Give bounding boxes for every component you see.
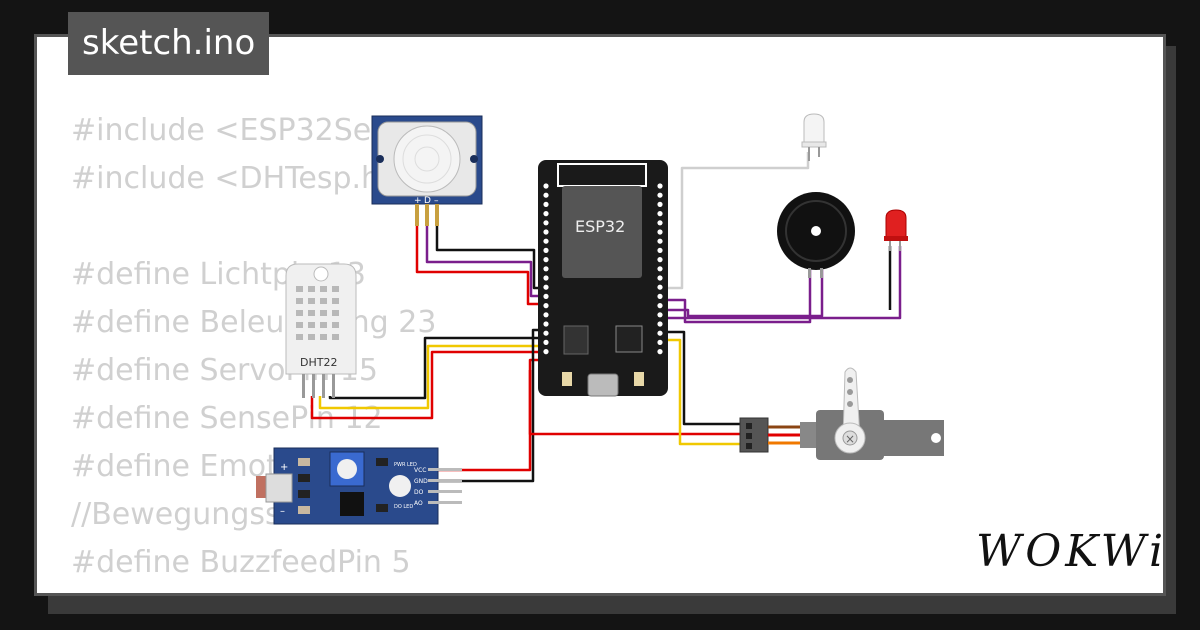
ldr-led-label: DO LED: [394, 504, 413, 510]
esp32-pin: [543, 330, 549, 336]
ldr-sign: –: [280, 506, 285, 517]
servo: ×: [739, 367, 944, 460]
esp32-pin: [543, 293, 549, 299]
pir-dome: [393, 125, 461, 193]
esp32-pin: [543, 211, 549, 217]
pir-gnd-wire: [435, 206, 540, 290]
wires: [310, 152, 902, 483]
ldr-sign: +: [280, 462, 288, 473]
led-white-wire: [668, 152, 810, 290]
servo-vcc-wire: [528, 370, 745, 436]
esp32-pin: [657, 220, 663, 226]
ldr-module: + – PWR LED DO LED VCC GND DO AO: [256, 447, 462, 525]
esp32-pin: [657, 192, 663, 198]
esp32-pin: [657, 201, 663, 207]
esp32-pin: [543, 229, 549, 235]
esp32-pin: [657, 211, 663, 217]
esp32-pin: [657, 257, 663, 263]
code-line: #define BuzzfeedPin 5: [71, 545, 411, 580]
esp32-pin: [543, 275, 549, 281]
code-line: #define ServoPin 15: [71, 353, 378, 388]
pir-data-wire: [425, 206, 540, 298]
esp32-pin: [657, 247, 663, 253]
dht-gnd-wire: [328, 336, 540, 400]
esp32-pin: [543, 321, 549, 327]
buzzer-wire-1: [668, 270, 812, 324]
pir-pin-label: –: [434, 196, 439, 206]
led-red-wire: [668, 246, 902, 320]
esp32-pin: [657, 293, 663, 299]
esp32-pin: [543, 247, 549, 253]
esp32-module: [562, 186, 642, 278]
esp32-pin: [543, 339, 549, 345]
esp32-pin: [657, 330, 663, 336]
esp32-pin: [657, 312, 663, 318]
servo-signal-wire: [668, 338, 745, 446]
ldr-vcc-wire: [436, 358, 540, 472]
buzzer: [777, 192, 855, 278]
svg-text:×: ×: [845, 432, 855, 446]
buzzer-wire-2: [668, 270, 824, 318]
pir-pin-label: +: [414, 196, 422, 206]
ldr-pin-label: VCC: [414, 467, 426, 474]
esp32-pin: [657, 349, 663, 355]
ldr-pin-label: GND: [414, 478, 428, 485]
esp32-pin: [543, 257, 549, 263]
esp32-pin: [543, 303, 549, 309]
esp32-pin: [657, 238, 663, 244]
dht22-label: DHT22: [300, 356, 337, 369]
servo-connector: [739, 417, 769, 453]
wokwi-logo: WOKWi: [976, 526, 1168, 577]
esp32-pin: [657, 321, 663, 327]
esp32-pin: [543, 201, 549, 207]
esp32-pin-header: [543, 183, 663, 355]
esp32-pin: [657, 229, 663, 235]
esp32-pin: [543, 238, 549, 244]
ldr-led-label: PWR LED: [394, 462, 417, 468]
esp32-pin: [543, 220, 549, 226]
esp32-pin: [657, 183, 663, 189]
esp32-pin: [657, 275, 663, 281]
dht22-sensor: DHT22: [285, 263, 357, 398]
led-white: [801, 113, 827, 161]
ldr-gnd-wire: [436, 328, 540, 483]
esp32-pin: [543, 266, 549, 272]
esp32-pin: [543, 349, 549, 355]
esp32-pin: [657, 303, 663, 309]
dht-vcc-wire: [310, 350, 540, 420]
esp32-pin: [543, 312, 549, 318]
code-line: #define SensePin 12: [71, 401, 383, 436]
esp32-label: ESP32: [575, 217, 625, 236]
esp32-pin: [543, 192, 549, 198]
esp32-pin: [657, 284, 663, 290]
pir-sensor: + D –: [371, 115, 483, 226]
esp32-pin: [657, 339, 663, 345]
esp32-pin: [543, 284, 549, 290]
dht-data-wire: [318, 344, 540, 410]
esp32-board: ESP32: [538, 160, 668, 397]
ldr-pin-label: DO: [414, 489, 424, 496]
led-red: [884, 209, 908, 251]
esp32-pin: [543, 183, 549, 189]
esp32-pin: [657, 266, 663, 272]
file-tab-label: sketch.ino: [68, 12, 270, 75]
pir-vcc-wire: [415, 206, 540, 306]
ldr-pin-label: AO: [414, 500, 423, 507]
pir-pin-label: D: [424, 196, 431, 206]
servo-gnd-wire: [668, 330, 745, 426]
